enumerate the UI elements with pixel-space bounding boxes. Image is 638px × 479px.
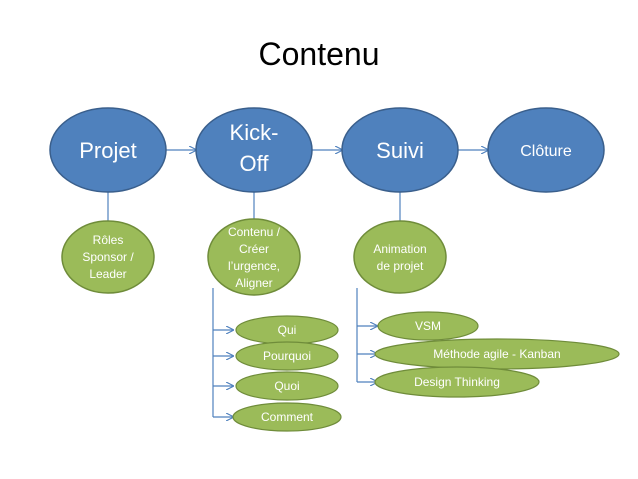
page-title: Contenu: [258, 36, 380, 72]
item-vsm-label: VSM: [415, 319, 441, 333]
item-comment[interactable]: Comment: [232, 402, 342, 432]
item-quoi[interactable]: Quoi: [235, 371, 339, 401]
node-animation[interactable]: Animation de projet: [353, 220, 447, 294]
node-suivi[interactable]: Suivi: [341, 107, 459, 193]
node-projet[interactable]: Projet: [49, 107, 167, 193]
suivi-tree: [356, 288, 377, 382]
item-methode-agile-label: Méthode agile - Kanban: [433, 347, 560, 361]
node-roles-line2: Sponsor /: [82, 250, 134, 264]
item-qui-label: Qui: [278, 323, 297, 337]
node-animation-line1: Animation: [373, 242, 426, 256]
node-contenu-line3: l’urgence,: [228, 259, 280, 273]
item-comment-label: Comment: [261, 410, 314, 424]
node-cloture[interactable]: Clôture: [487, 107, 605, 193]
node-kickoff-label-line1: Kick-: [230, 120, 279, 145]
sub-connectors: [107, 192, 401, 222]
kickoff-tree: [212, 288, 233, 417]
node-contenu-line1: Contenu /: [228, 225, 281, 239]
item-design-thinking-label: Design Thinking: [414, 375, 500, 389]
node-roles-line3: Leader: [89, 267, 126, 281]
node-roles[interactable]: Rôles Sponsor / Leader: [61, 220, 155, 294]
node-animation-line2: de projet: [377, 259, 424, 273]
node-suivi-label: Suivi: [376, 138, 424, 163]
item-methode-agile[interactable]: Méthode agile - Kanban: [374, 338, 620, 370]
node-contenu-line4: Aligner: [235, 276, 272, 290]
item-pourquoi-label: Pourquoi: [263, 349, 311, 363]
item-vsm[interactable]: VSM: [377, 311, 479, 341]
node-kickoff-label-line2: Off: [240, 151, 270, 176]
item-qui[interactable]: Qui: [235, 315, 339, 345]
item-pourquoi[interactable]: Pourquoi: [235, 341, 339, 371]
item-design-thinking[interactable]: Design Thinking: [374, 366, 540, 398]
node-contenu[interactable]: Contenu / Créer l’urgence, Aligner: [207, 218, 301, 296]
node-projet-label: Projet: [79, 138, 136, 163]
node-roles-line1: Rôles: [93, 233, 124, 247]
node-cloture-label: Clôture: [520, 143, 572, 160]
item-quoi-label: Quoi: [274, 379, 299, 393]
node-contenu-line2: Créer: [239, 242, 269, 256]
node-kickoff[interactable]: Kick- Off: [195, 107, 313, 193]
